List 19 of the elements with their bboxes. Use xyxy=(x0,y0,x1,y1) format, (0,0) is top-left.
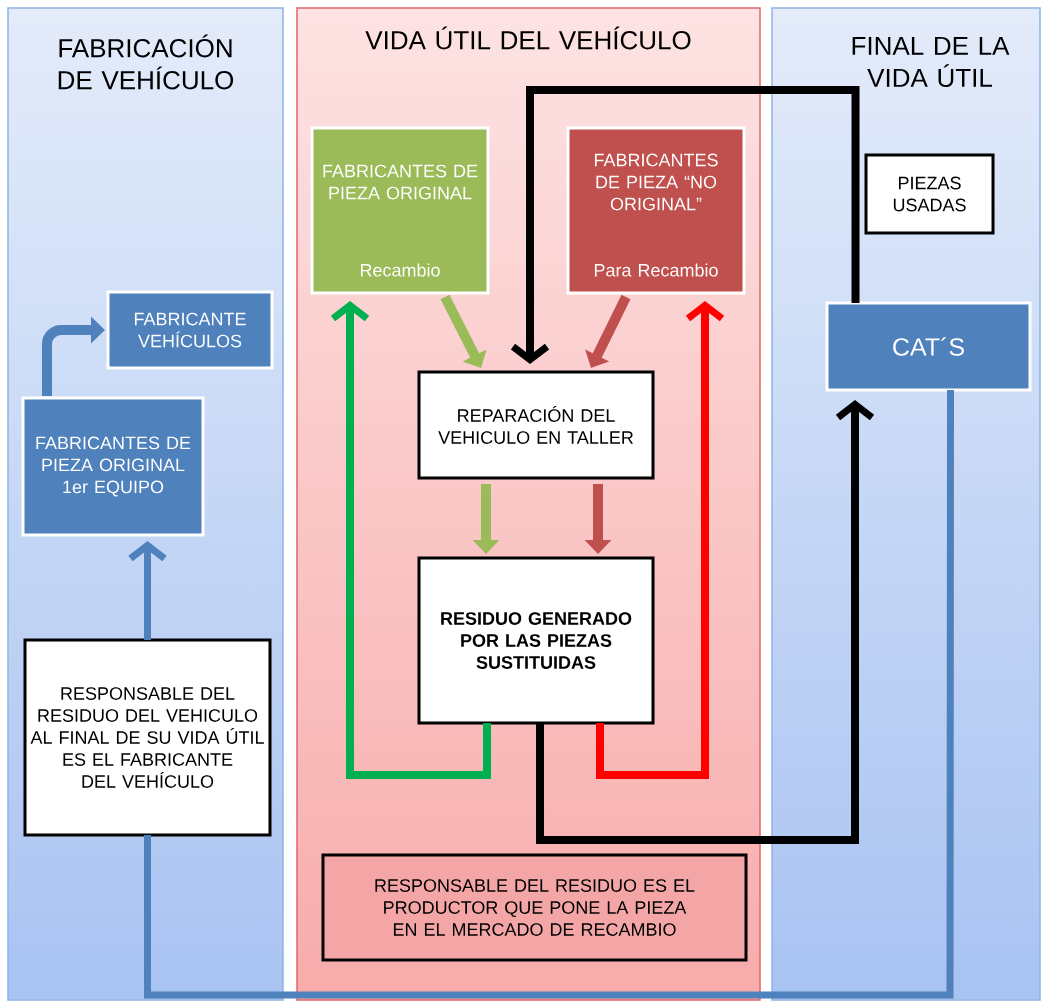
column-title: VIDA ÚTIL DEL VEHÍCULO xyxy=(365,26,691,50)
column-title: FINAL DE LA VIDA ÚTIL xyxy=(852,36,1010,88)
process-box: RESIDUO GENERADO POR LAS PIEZAS SUSTITUIDAS xyxy=(417,556,655,725)
block-arrow xyxy=(42,316,105,396)
process-box: FABRICANTE VEHÍCULOS xyxy=(106,290,274,370)
arrow xyxy=(596,301,725,779)
process-box: REPARACIÓN DEL VEHICULO EN TALLER xyxy=(417,370,655,480)
note-box: RESPONSABLE DEL RESIDUO ES EL PRODUCTOR QUE PONE LA PIEZA EN EL MERCADO DE RECAMBIO xyxy=(321,853,748,962)
process-box: FABRICANTES DE PIEZA “NO ORIGINAL” Para Recambio xyxy=(566,126,746,295)
process-box: FABRICANTES DE PIEZA ORIGINAL Recambio xyxy=(310,126,490,295)
block-arrow xyxy=(440,294,487,368)
process-box: RESPONSABLE DEL RESIDUO DEL VEHICULO AL FINAL DE SU VIDA ÚTIL ES EL FABRICANTE DEL VEHÍCULO xyxy=(23,638,272,837)
process-box: FABRICANTES DE PIEZA ORIGINAL 1er EQUIPO xyxy=(21,396,205,537)
process-box: PIEZAS USADAS xyxy=(864,153,995,235)
process-box: CAT´S xyxy=(825,301,1032,392)
column-title: FABRICACIÓN DE VEHÍCULO xyxy=(58,34,234,90)
arrow xyxy=(510,86,860,364)
arrow xyxy=(330,301,491,779)
arrow xyxy=(536,400,875,844)
